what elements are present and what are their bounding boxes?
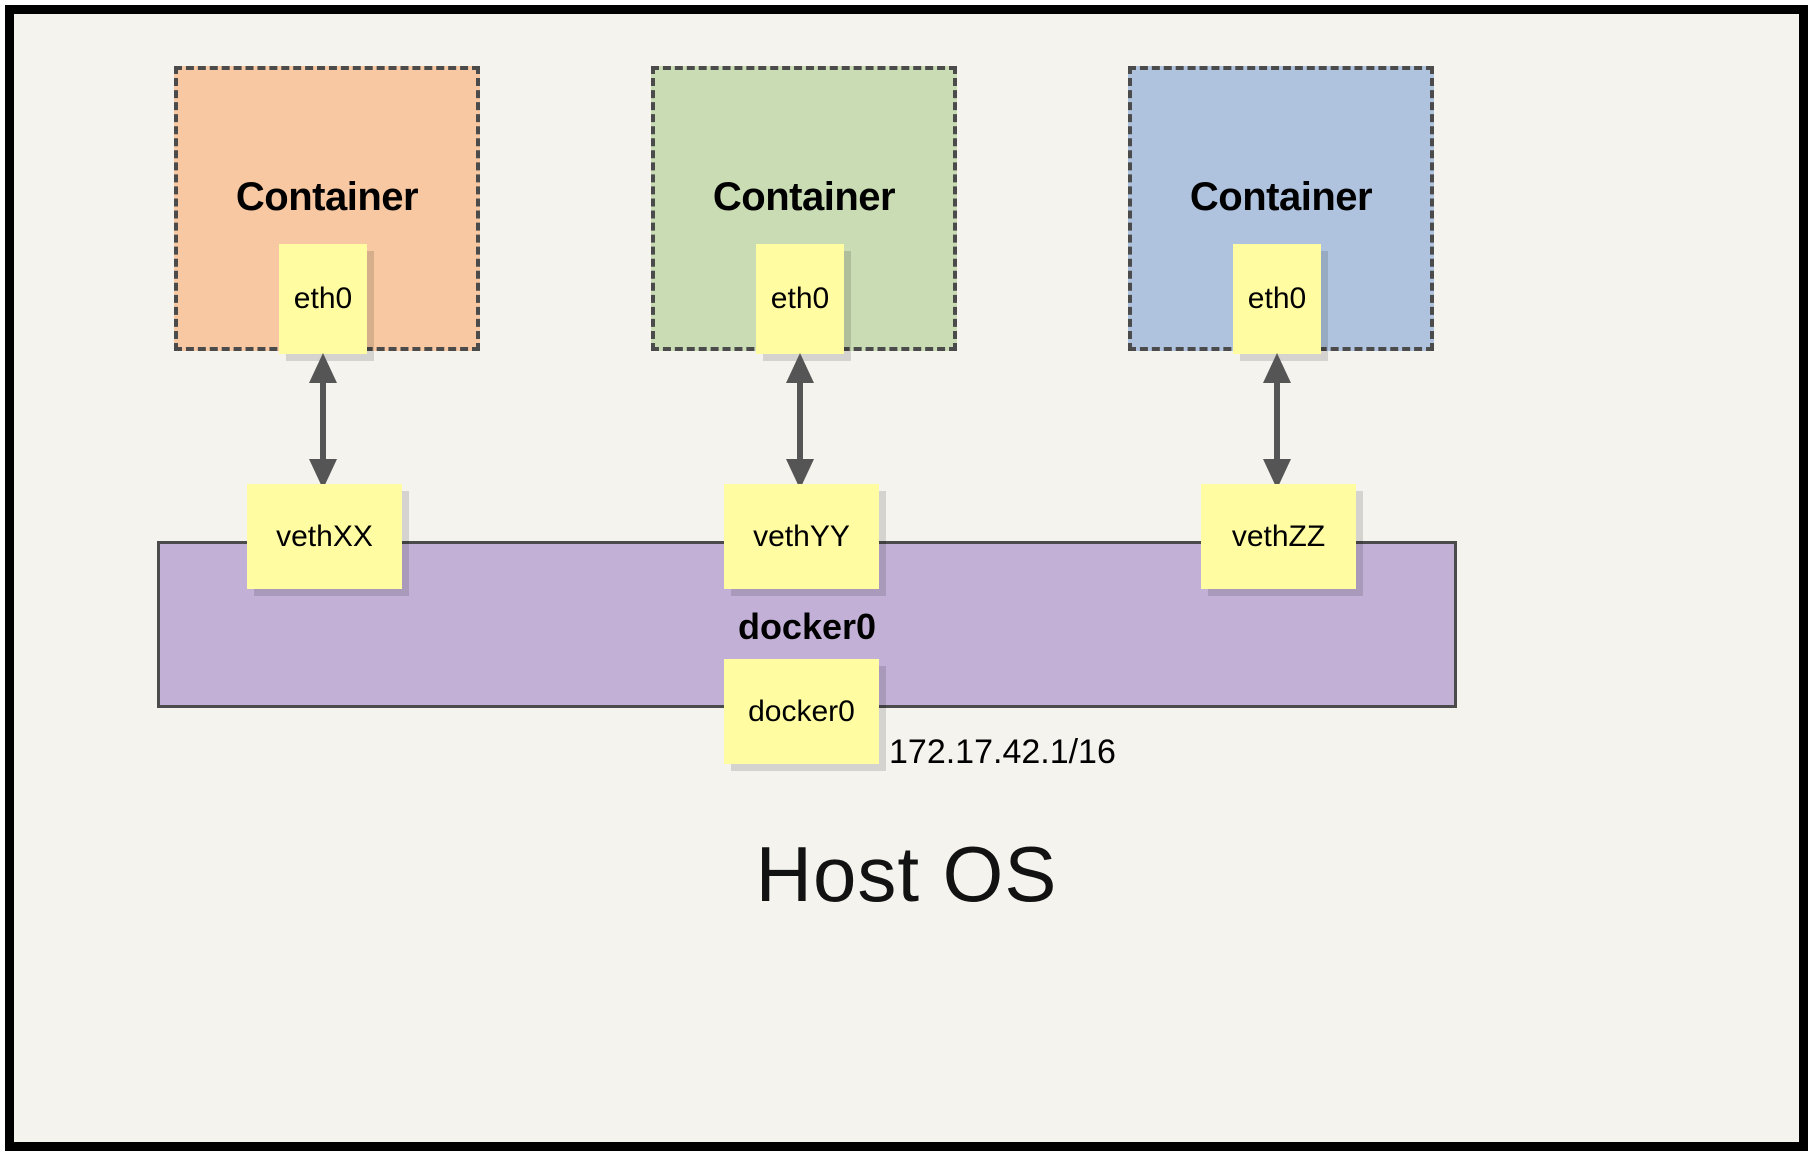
diagram-stage: Container eth0 Container eth0 Container …	[14, 14, 1799, 1142]
veth-node-2: vethYY	[724, 484, 879, 589]
container-title-3: Container	[1189, 175, 1373, 219]
eth0-node-1: eth0	[279, 244, 367, 354]
container-title-2: Container	[712, 175, 896, 219]
docker0-bridge-label: docker0	[737, 606, 877, 647]
double-arrow-icon-2	[786, 353, 814, 489]
bridge-ip-label: 172.17.42.1/16	[889, 733, 1116, 771]
double-arrow-icon-1	[309, 353, 337, 489]
host-os-label: Host OS	[755, 830, 1058, 918]
double-arrow-icon-3	[1263, 353, 1291, 489]
eth0-node-2: eth0	[756, 244, 844, 354]
eth0-node-3: eth0	[1233, 244, 1321, 354]
container-title-1: Container	[235, 175, 419, 219]
veth-node-1: vethXX	[247, 484, 402, 589]
outer-frame: Container eth0 Container eth0 Container …	[5, 5, 1808, 1151]
veth-node-3: vethZZ	[1201, 484, 1356, 589]
docker0-port-node: docker0	[724, 659, 879, 764]
